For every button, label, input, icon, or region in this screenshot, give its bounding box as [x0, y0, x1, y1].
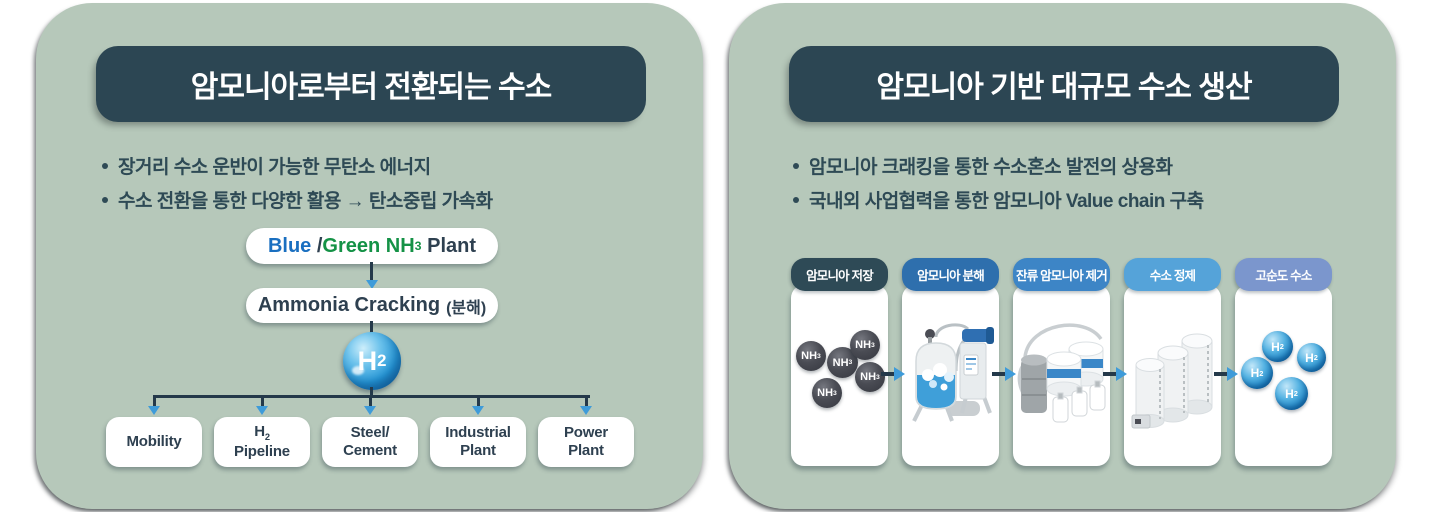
arrow-right-icon	[1214, 367, 1240, 381]
bullet-text: 수소 전환을 통한 다양한 활용 → 탄소중립 가속화	[118, 191, 493, 212]
connector-line	[261, 395, 264, 408]
connector-line	[477, 395, 480, 408]
plant-label-green: Green NH	[322, 234, 415, 257]
bullet-dot	[793, 196, 799, 203]
left-panel-bullets: 장거리 수소 운반이 가능한 무탄소 에너지 수소 전환을 통한 다양한 활용 …	[102, 152, 493, 213]
ammonia-cracking-node: Ammonia Cracking (분해)	[246, 288, 498, 323]
arrow-right-icon	[1103, 367, 1129, 381]
right-panel-large-scale-production: 암모니아 기반 대규모 수소 생산 암모니아 크래킹을 통한 수소혼소 발전의 …	[729, 3, 1396, 509]
purification-cylinders-icon	[1124, 285, 1221, 466]
output-label: Cement	[343, 442, 397, 459]
right-panel-title: 암모니아 기반 대규모 수소 생산	[789, 46, 1339, 122]
step-card-residual-ammonia-removal: 잔류 암모니아 제거	[1013, 258, 1110, 466]
output-label: Pipeline	[234, 443, 290, 461]
output-box-h2-pipeline: H2 Pipeline	[214, 417, 310, 467]
h2-subscript: 2	[377, 351, 387, 370]
output-label: Power	[563, 424, 608, 441]
bullet-dot	[793, 162, 799, 169]
connector-line	[370, 321, 373, 339]
bullet-dot	[102, 162, 108, 169]
connector-line	[369, 395, 372, 408]
output-box-industrial-plant: Industrial Plant	[430, 417, 526, 467]
arrow-down-icon	[364, 406, 376, 415]
output-box-power-plant: Power Plant	[538, 417, 634, 467]
cracking-label: Ammonia Cracking	[257, 294, 441, 316]
right-panel-title-text: 암모니아 기반 대규모 수소 생산	[876, 71, 1252, 104]
bullet-text: 암모니아 크래킹을 통한 수소혼소 발전의 상용화	[809, 157, 1173, 178]
arrow-down-icon	[580, 406, 592, 415]
bullet-item: 암모니아 크래킹을 통한 수소혼소 발전의 상용화	[793, 152, 1204, 179]
plant-label-slash: /	[311, 234, 323, 257]
step-header: 고순도 수소	[1235, 258, 1332, 291]
plant-label-green-sub: 3	[414, 239, 422, 253]
bullet-item: 장거리 수소 운반이 가능한 무탄소 에너지	[102, 152, 493, 179]
output-label: Industrial	[445, 424, 511, 441]
output-box-steel-cement: Steel/ Cement	[322, 417, 418, 467]
bullet-text: 장거리 수소 운반이 가능한 무탄소 에너지	[118, 157, 431, 178]
connector-line	[370, 262, 373, 284]
step-card-hydrogen-purification: 수소 정제	[1124, 258, 1221, 466]
output-label: H2	[254, 422, 270, 442]
bullet-item: 수소 전환을 통한 다양한 활용 → 탄소중립 가속화	[102, 186, 493, 213]
left-panel-title: 암모니아로부터 전환되는 수소	[96, 46, 646, 122]
bullet-item: 국내외 사업협력을 통한 암모니아 Value chain 구축	[793, 186, 1204, 213]
step-header: 암모니아 저장	[791, 258, 888, 291]
output-label: Steel/	[350, 424, 390, 441]
left-panel-ammonia-to-hydrogen: 암모니아로부터 전환되는 수소 장거리 수소 운반이 가능한 무탄소 에너지 수…	[36, 3, 703, 509]
cracking-reactor-icon	[902, 285, 999, 466]
output-label: Plant	[460, 442, 496, 459]
step-header: 잔류 암모니아 제거	[1013, 258, 1110, 291]
right-panel-bullets: 암모니아 크래킹을 통한 수소혼소 발전의 상용화 국내외 사업협력을 통한 암…	[793, 152, 1204, 213]
output-label: Plant	[568, 442, 604, 459]
step-header: 수소 정제	[1124, 258, 1221, 291]
arrow-down-icon	[366, 280, 378, 289]
connector-line	[153, 395, 156, 408]
output-label: Mobility	[126, 433, 182, 450]
step-card-ammonia-cracking: 암모니아 분해	[902, 258, 999, 466]
cracking-label-suffix: (분해)	[446, 299, 487, 317]
arrow-right-icon	[881, 367, 907, 381]
step-header: 암모니아 분해	[902, 258, 999, 291]
plant-label-blue: Blue	[267, 234, 312, 257]
left-panel-title-text: 암모니아로부터 전환되는 수소	[190, 71, 552, 104]
output-box-mobility: Mobility	[106, 417, 202, 467]
connector-line	[370, 387, 373, 397]
ammonia-removal-tanks-icon	[1013, 285, 1110, 466]
arrow-down-icon	[256, 406, 268, 415]
arrow-down-icon	[148, 406, 160, 415]
arrow-down-icon	[472, 406, 484, 415]
sphere-highlight	[352, 366, 364, 375]
arrow-right-icon	[992, 367, 1018, 381]
plant-label-rest: Plant	[421, 234, 477, 257]
connector-line	[585, 395, 588, 408]
bullet-text: 국내외 사업협력을 통한 암모니아 Value chain 구축	[809, 191, 1204, 212]
bullet-dot	[102, 196, 108, 203]
